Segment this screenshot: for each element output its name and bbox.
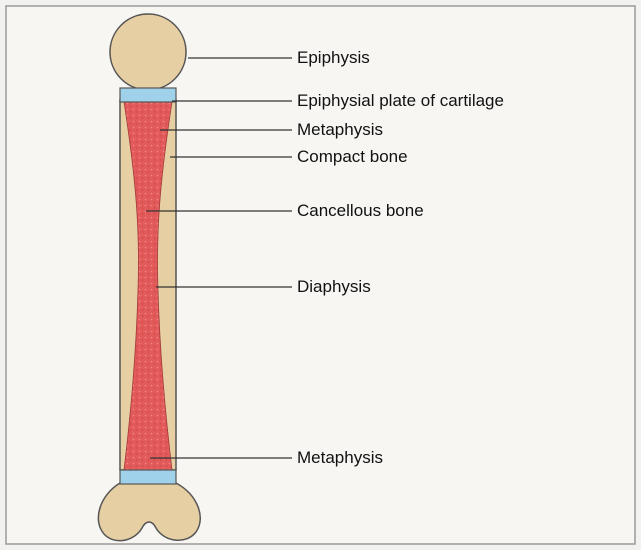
label-cancellous-bone: Cancellous bone: [297, 201, 424, 221]
label-metaphysis-lower: Metaphysis: [297, 448, 383, 468]
upper-epiphysial-plate: [120, 88, 176, 102]
upper-epiphysis: [110, 14, 186, 90]
label-epiphysis: Epiphysis: [297, 48, 370, 68]
label-compact-bone: Compact bone: [297, 147, 408, 167]
label-metaphysis-upper: Metaphysis: [297, 120, 383, 140]
label-diaphysis: Diaphysis: [297, 277, 371, 297]
lower-epiphysial-plate: [120, 470, 176, 484]
label-epiphysial-plate: Epiphysial plate of cartilage: [297, 91, 504, 111]
